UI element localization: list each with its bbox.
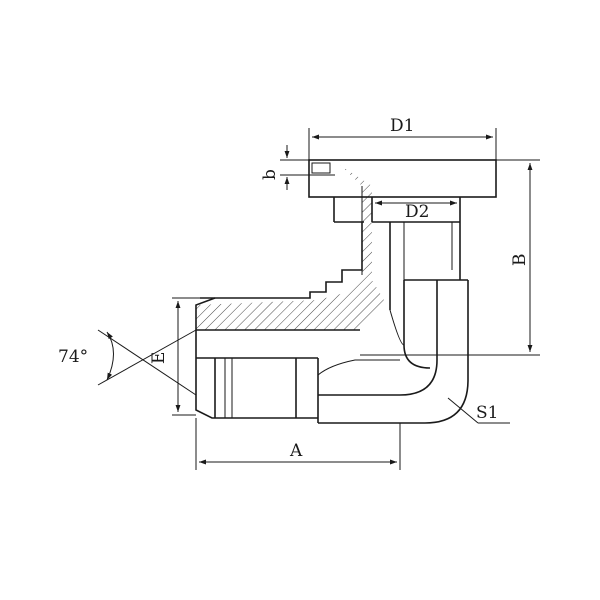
label-angle: 74° xyxy=(58,347,88,367)
dimension-d1: D1 xyxy=(308,116,497,160)
dimension-angle: 74° xyxy=(58,329,197,396)
elbow-tube xyxy=(317,279,469,424)
hatched-section xyxy=(196,165,384,330)
leader-s1: S1 xyxy=(447,397,510,424)
label-d1: D1 xyxy=(390,116,414,136)
dimension-d2: D2 xyxy=(375,200,457,222)
dimension-b: b xyxy=(260,145,309,190)
dimension-a: A xyxy=(195,418,401,470)
male-end xyxy=(195,297,360,419)
label-s1: S1 xyxy=(476,403,498,423)
label-e: E xyxy=(149,352,169,364)
dimension-b-height: B xyxy=(360,159,540,356)
label-b-small: b xyxy=(260,169,280,180)
label-b-height: B xyxy=(510,254,530,267)
label-d2: D2 xyxy=(405,202,429,222)
dimension-e: E xyxy=(149,297,215,416)
flange xyxy=(308,159,497,223)
label-a: A xyxy=(289,441,303,461)
